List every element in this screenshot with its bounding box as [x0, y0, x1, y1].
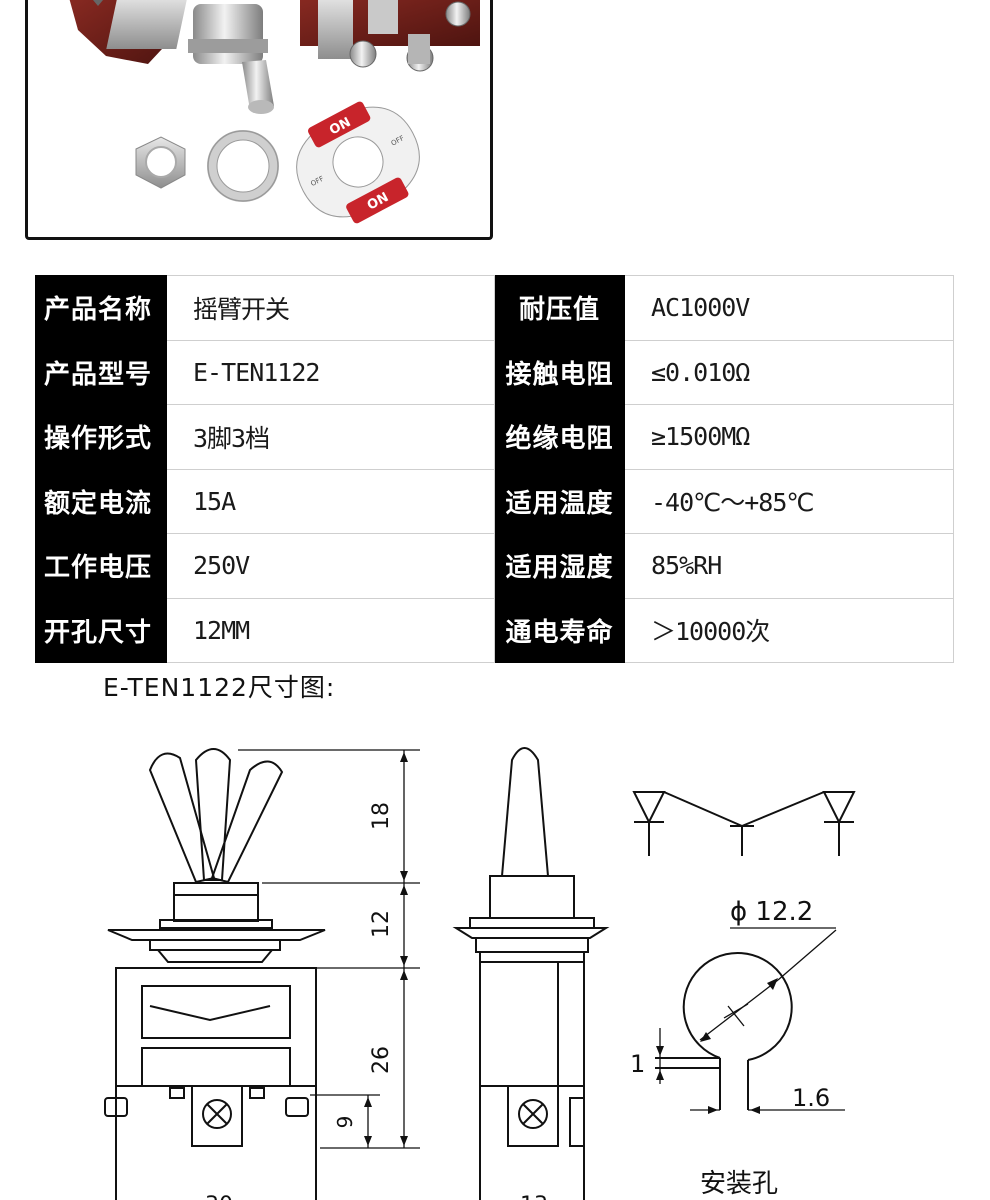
- dimension-drawing-title: E-TEN1122尺寸图:: [103, 673, 336, 702]
- front-dimension-lines: [238, 749, 420, 1149]
- spec-value: E-TEN1122: [166, 339, 495, 405]
- spec-value: 12MM: [166, 597, 495, 663]
- spec-key: 开孔尺寸: [35, 597, 167, 663]
- spec-key: 适用湿度: [494, 533, 625, 599]
- spec-value: ＞10000次: [624, 597, 954, 663]
- spec-key: 耐压值: [494, 275, 625, 341]
- switch-schematic: [632, 791, 856, 856]
- dim-label-1: 1: [630, 1050, 645, 1078]
- table-row: 开孔尺寸 12MM 通电寿命 ＞10000次: [35, 597, 954, 663]
- table-row: 操作形式 3脚3档 绝缘电阻 ≥1500MΩ: [35, 404, 954, 470]
- dimension-drawing: 18 12 26 9 ϕ 12.2 1 1.6 安装孔 30 13: [104, 747, 856, 1200]
- spec-table-body: 产品名称 摇臂开关 耐压值 AC1000V 产品型号 E-TEN1122 接触电…: [35, 275, 954, 663]
- spec-value: ≤0.010Ω: [624, 339, 954, 405]
- dim-label-bottom-mid: 13: [520, 1193, 548, 1200]
- table-row: 工作电压 250V 适用湿度 85%RH: [35, 533, 954, 599]
- mounting-hole-label: 安装孔: [700, 1169, 778, 1199]
- dim-label-1-6: 1.6: [792, 1084, 830, 1112]
- spec-value: 摇臂开关: [166, 275, 495, 341]
- spec-value: 85%RH: [624, 533, 954, 599]
- spec-key: 绝缘电阻: [494, 404, 625, 470]
- spec-key: 适用温度: [494, 468, 625, 534]
- product-photo: ON ON OFF OFF: [69, 0, 480, 224]
- spec-key: 通电寿命: [494, 597, 625, 663]
- mounting-hole-diagram: [655, 927, 845, 1111]
- table-row: 额定电流 15A 适用温度 -40℃～+85℃: [35, 468, 954, 534]
- front-arrowheads: [364, 752, 408, 1146]
- spec-value: 250V: [166, 533, 495, 599]
- dim-label-bottom-left: 30: [205, 1193, 233, 1200]
- spec-key: 产品型号: [35, 339, 167, 405]
- spec-key: 操作形式: [35, 404, 167, 470]
- dim-label-diameter: ϕ 12.2: [730, 897, 813, 927]
- hex-nut-image: [135, 136, 186, 189]
- dim-label-9: 9: [333, 1116, 357, 1129]
- front-view: [104, 748, 326, 1200]
- spec-key: 工作电压: [35, 533, 167, 599]
- spec-value: ≥1500MΩ: [624, 404, 954, 470]
- product-photo-frame: ON ON OFF OFF: [25, 0, 493, 240]
- spec-key: 产品名称: [35, 275, 167, 341]
- washer-image: [207, 130, 279, 202]
- dim-label-12: 12: [369, 910, 394, 938]
- spec-key: 额定电流: [35, 468, 167, 534]
- switch-left-image: [69, 0, 274, 114]
- dim-label-26: 26: [369, 1046, 394, 1074]
- spec-value: -40℃～+85℃: [624, 468, 954, 534]
- dim-label-18: 18: [369, 802, 394, 830]
- spec-value: 15A: [166, 468, 495, 534]
- on-off-plate-image: ON ON OFF OFF: [296, 101, 420, 224]
- table-row: 产品名称 摇臂开关 耐压值 AC1000V: [35, 275, 954, 341]
- spec-table: 产品名称 摇臂开关 耐压值 AC1000V 产品型号 E-TEN1122 接触电…: [35, 275, 954, 663]
- side-view: [452, 747, 610, 1200]
- spec-key: 接触电阻: [494, 339, 625, 405]
- switch-right-image: [300, 0, 480, 72]
- hole-arrowheads: [656, 978, 778, 1114]
- spec-value: AC1000V: [624, 275, 954, 341]
- spec-value: 3脚3档: [166, 404, 495, 470]
- table-row: 产品型号 E-TEN1122 接触电阻 ≤0.010Ω: [35, 339, 954, 405]
